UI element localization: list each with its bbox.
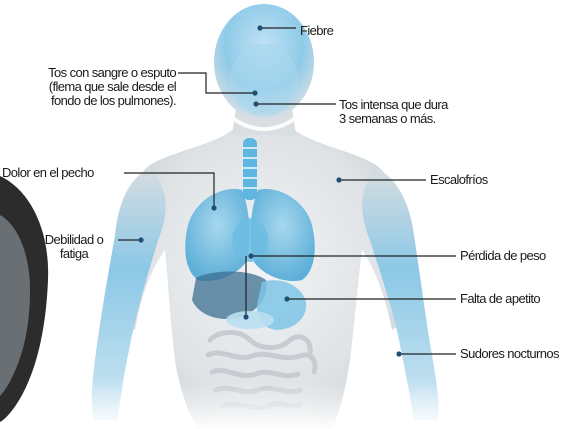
label-debilidad-line1: Debilidad o <box>34 233 114 247</box>
label-debilidad-line2: fatiga <box>34 247 114 261</box>
label-tos-sangre: Tos con sangre o esputo (flema que sale … <box>8 66 176 108</box>
label-fiebre: Fiebre <box>300 24 333 38</box>
label-tos-intensa-line2: 3 semanas o más. <box>339 112 448 126</box>
label-dolor-pecho: Dolor en el pecho <box>2 166 94 180</box>
label-debilidad: Debilidad o fatiga <box>34 233 114 261</box>
label-falta-apetito: Falta de apetito <box>460 292 540 306</box>
label-sudores: Sudores nocturnos <box>460 347 559 361</box>
label-tos-intensa: Tos intensa que dura 3 semanas o más. <box>339 98 448 126</box>
label-escalofrios: Escalofríos <box>430 173 488 187</box>
bottom-fade <box>80 380 500 429</box>
label-tos-sangre-line1: Tos con sangre o esputo <box>8 66 176 80</box>
face-shadow <box>230 44 298 116</box>
label-tos-sangre-line3: fondo de los pulmones). <box>8 94 176 108</box>
label-perdida-peso: Pérdida de peso <box>460 249 546 263</box>
label-tos-intensa-line1: Tos intensa que dura <box>339 98 448 112</box>
label-tos-sangre-line2: (flema que sale desde el <box>8 80 176 94</box>
pancreas <box>226 311 274 329</box>
